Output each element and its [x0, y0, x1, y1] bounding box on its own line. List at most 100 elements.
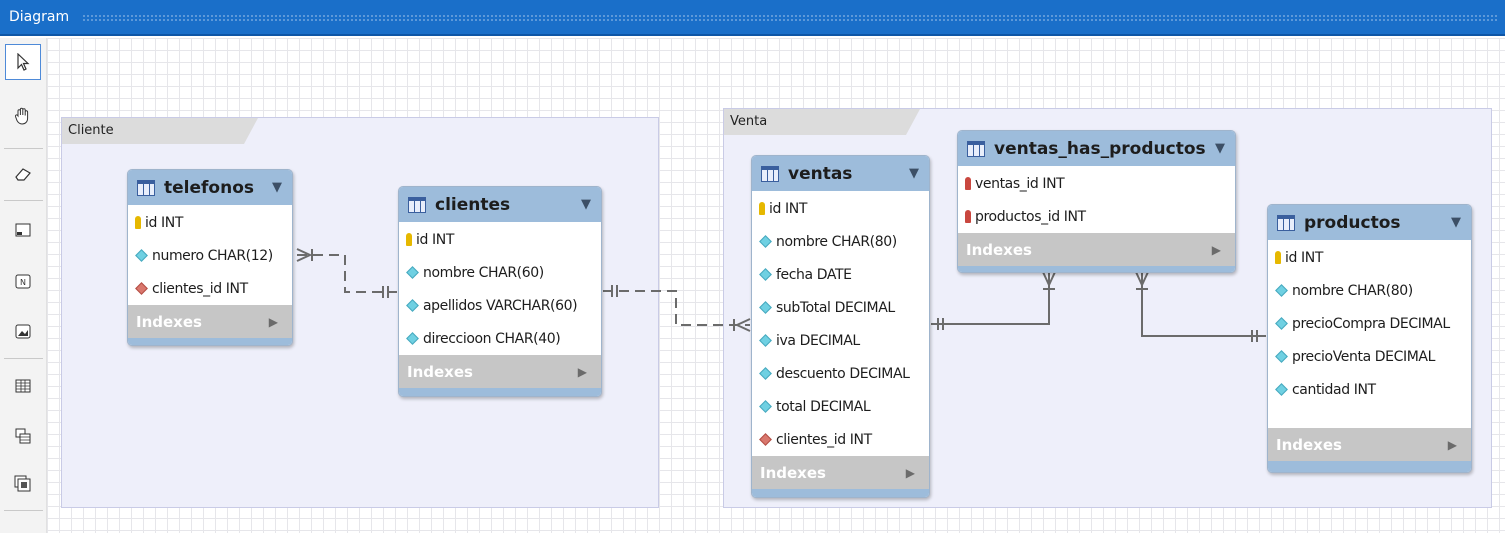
table-footer [1268, 461, 1471, 472]
layer-tool-icon[interactable] [5, 212, 41, 248]
collapse-arrow-icon[interactable]: ▼ [1451, 215, 1461, 230]
expand-arrow-icon[interactable]: ▶ [905, 465, 915, 480]
column-label: total DECIMAL [776, 398, 871, 415]
column-row[interactable]: fecha DATE [752, 258, 929, 291]
collapse-arrow-icon[interactable]: ▼ [1215, 141, 1225, 156]
table-header[interactable]: ventas ▼ [752, 156, 929, 191]
column-label: id INT [416, 231, 454, 248]
column-row[interactable]: numero CHAR(12) [128, 239, 292, 272]
indexes-section[interactable]: Indexes▶ [128, 305, 292, 338]
table-icon [967, 140, 985, 157]
diagram-title-bar: Diagram [0, 0, 1505, 36]
table-icon [761, 165, 779, 182]
toolbar-separator [4, 148, 43, 149]
column-row[interactable]: direccioon CHAR(40) [399, 322, 601, 355]
foreign-key-diamond-icon [135, 282, 148, 295]
column-row[interactable]: nombre CHAR(80) [752, 225, 929, 258]
table-productos[interactable]: productos ▼ id INT nombre CHAR(80) preci… [1267, 204, 1472, 473]
table-name: clientes [435, 194, 511, 215]
table-header[interactable]: clientes ▼ [399, 187, 601, 222]
column-row[interactable]: precioCompra DECIMAL [1268, 307, 1471, 340]
toolbar-separator [4, 200, 43, 201]
column-label: fecha DATE [776, 266, 852, 283]
column-row[interactable]: total DECIMAL [752, 390, 929, 423]
column-row[interactable]: productos_id INT [958, 200, 1235, 233]
column-row[interactable]: clientes_id INT [128, 272, 292, 305]
column-row[interactable]: nombre CHAR(80) [1268, 274, 1471, 307]
column-diamond-icon [759, 301, 772, 314]
column-diamond-icon [1275, 383, 1288, 396]
column-row[interactable]: ventas_id INT [958, 167, 1235, 200]
column-label: iva DECIMAL [776, 332, 860, 349]
column-diamond-icon [406, 332, 419, 345]
column-label: id INT [1285, 249, 1323, 266]
expand-arrow-icon[interactable]: ▶ [268, 314, 278, 329]
column-row[interactable]: descuento DECIMAL [752, 357, 929, 390]
table-ventas[interactable]: ventas ▼ id INT nombre CHAR(80) fecha DA… [751, 155, 930, 498]
pointer-tool-icon[interactable] [5, 44, 41, 80]
hand-tool-icon[interactable] [5, 98, 41, 134]
foreign-key-icon [965, 177, 971, 190]
collapse-arrow-icon[interactable]: ▼ [272, 180, 282, 195]
layer-label-venta: Venta [724, 109, 920, 135]
column-diamond-icon [759, 367, 772, 380]
column-label: clientes_id INT [152, 280, 248, 297]
table-clientes[interactable]: clientes ▼ id INT nombre CHAR(60) apelli… [398, 186, 602, 397]
note-tool-icon[interactable]: N [5, 264, 41, 300]
table-header[interactable]: telefonos ▼ [128, 170, 292, 205]
collapse-arrow-icon[interactable]: ▼ [909, 166, 919, 181]
table-footer [128, 338, 292, 345]
image-tool-icon[interactable] [5, 314, 41, 350]
view-tool-icon[interactable] [5, 418, 41, 454]
column-row[interactable]: id INT [752, 192, 929, 225]
table-footer [958, 266, 1235, 272]
column-row[interactable]: clientes_id INT [752, 423, 929, 456]
expand-arrow-icon[interactable]: ▶ [577, 364, 587, 379]
column-diamond-icon [1275, 350, 1288, 363]
table-name: ventas_has_productos [994, 138, 1206, 159]
column-label: subTotal DECIMAL [776, 299, 895, 316]
column-label: precioCompra DECIMAL [1292, 315, 1450, 332]
indexes-section[interactable]: Indexes ▶ [958, 233, 1235, 266]
column-row[interactable]: apellidos VARCHAR(60) [399, 289, 601, 322]
column-row[interactable]: precioVenta DECIMAL [1268, 340, 1471, 373]
column-label: ventas_id INT [975, 175, 1065, 192]
title-bar-grip[interactable] [82, 14, 1499, 22]
indexes-section[interactable]: Indexes▶ [1268, 428, 1471, 461]
column-label: cantidad INT [1292, 381, 1376, 398]
expand-arrow-icon[interactable]: ▶ [1447, 437, 1457, 452]
collapse-arrow-icon[interactable]: ▼ [581, 197, 591, 212]
column-label: nombre CHAR(80) [776, 233, 897, 250]
column-row[interactable]: id INT [128, 206, 292, 239]
column-row[interactable]: subTotal DECIMAL [752, 291, 929, 324]
column-row[interactable]: id INT [1268, 241, 1471, 274]
table-name: ventas [788, 163, 853, 184]
foreign-key-icon [965, 210, 971, 223]
column-row[interactable]: cantidad INT [1268, 373, 1471, 406]
routine-group-tool-icon[interactable] [5, 466, 41, 502]
toolbar-separator [4, 510, 43, 511]
column-label: id INT [145, 214, 183, 231]
table-telefonos[interactable]: telefonos ▼ id INT numero CHAR(12) clien… [127, 169, 293, 346]
diagram-toolbar: N [0, 38, 47, 533]
column-label: id INT [769, 200, 807, 217]
column-row[interactable]: id INT [399, 223, 601, 256]
column-row[interactable]: nombre CHAR(60) [399, 256, 601, 289]
column-diamond-icon [135, 249, 148, 262]
indexes-section[interactable]: Indexes▶ [399, 355, 601, 388]
table-header[interactable]: ventas_has_productos ▼ [958, 131, 1235, 166]
column-row[interactable]: iva DECIMAL [752, 324, 929, 357]
table-ventas-has-productos[interactable]: ventas_has_productos ▼ ventas_id INT pro… [957, 130, 1236, 273]
column-diamond-icon [759, 400, 772, 413]
table-tool-icon[interactable] [5, 368, 41, 404]
primary-key-icon [135, 216, 141, 229]
diagram-title: Diagram [9, 9, 70, 25]
indexes-label: Indexes [966, 240, 1032, 259]
expand-arrow-icon[interactable]: ▶ [1211, 242, 1221, 257]
indexes-section[interactable]: Indexes▶ [752, 456, 929, 489]
table-header[interactable]: productos ▼ [1268, 205, 1471, 240]
column-label: direccioon CHAR(40) [423, 330, 561, 347]
eraser-tool-icon[interactable] [5, 156, 41, 192]
table-footer [399, 388, 601, 396]
table-footer [752, 489, 929, 497]
